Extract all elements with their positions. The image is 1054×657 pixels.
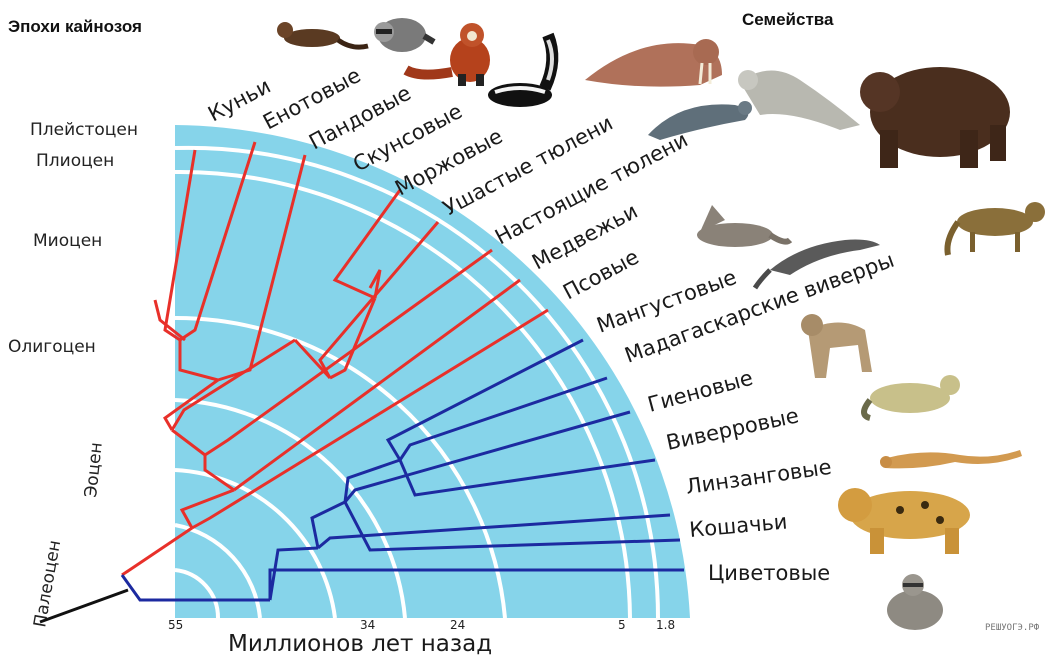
bear-image bbox=[860, 67, 1010, 168]
epoch-miocene: Миоцен bbox=[33, 231, 102, 251]
epochs-title: Эпохи кайнозоя bbox=[8, 17, 142, 36]
wolf-image bbox=[697, 205, 790, 247]
tick-label-24: 24 bbox=[450, 618, 465, 632]
sea-lion-image bbox=[738, 70, 860, 130]
tick-label-1-8: 1.8 bbox=[656, 618, 675, 632]
epoch-oligocene: Олигоцен bbox=[8, 337, 96, 357]
family-label-hyaenidae: Гиеновые bbox=[645, 366, 755, 417]
skunk-image bbox=[488, 35, 552, 107]
epoch-labels: Плейстоцен Плиоцен Миоцен Олигоцен Эоцен… bbox=[8, 120, 138, 629]
tick-label-5: 5 bbox=[618, 618, 626, 632]
time-axis: 55 34 24 5 1.8 Миллионов лет назад bbox=[168, 618, 675, 657]
epoch-pliocene: Плиоцен bbox=[36, 151, 114, 171]
marten-image bbox=[277, 22, 368, 47]
raccoon-image bbox=[374, 18, 434, 52]
seal-image bbox=[648, 101, 752, 140]
tick-label-55: 55 bbox=[168, 618, 183, 632]
families-title: Семейства bbox=[742, 10, 834, 29]
tick-label-34: 34 bbox=[360, 618, 375, 632]
hyena-image bbox=[801, 314, 872, 378]
linsang-image bbox=[880, 450, 1022, 468]
epoch-pleistocene: Плейстоцен bbox=[30, 120, 138, 140]
watermark: РЕШУОГЭ.РФ bbox=[985, 623, 1040, 633]
family-label-felidae: Кошачьи bbox=[688, 510, 788, 542]
civet-image bbox=[887, 574, 943, 630]
fossa-image bbox=[947, 202, 1045, 255]
walrus-image bbox=[585, 39, 722, 87]
family-label-prionodontidae: Линзанговые bbox=[684, 455, 833, 499]
family-label-viverridae: Виверровые bbox=[664, 403, 801, 454]
axis-label: Миллионов лет назад bbox=[228, 631, 492, 657]
epoch-eocene: Эоцен bbox=[81, 441, 107, 498]
jaguar-image bbox=[838, 488, 970, 554]
genet-image bbox=[864, 375, 960, 418]
family-label-nandiniidae: Циветовые bbox=[708, 561, 830, 585]
